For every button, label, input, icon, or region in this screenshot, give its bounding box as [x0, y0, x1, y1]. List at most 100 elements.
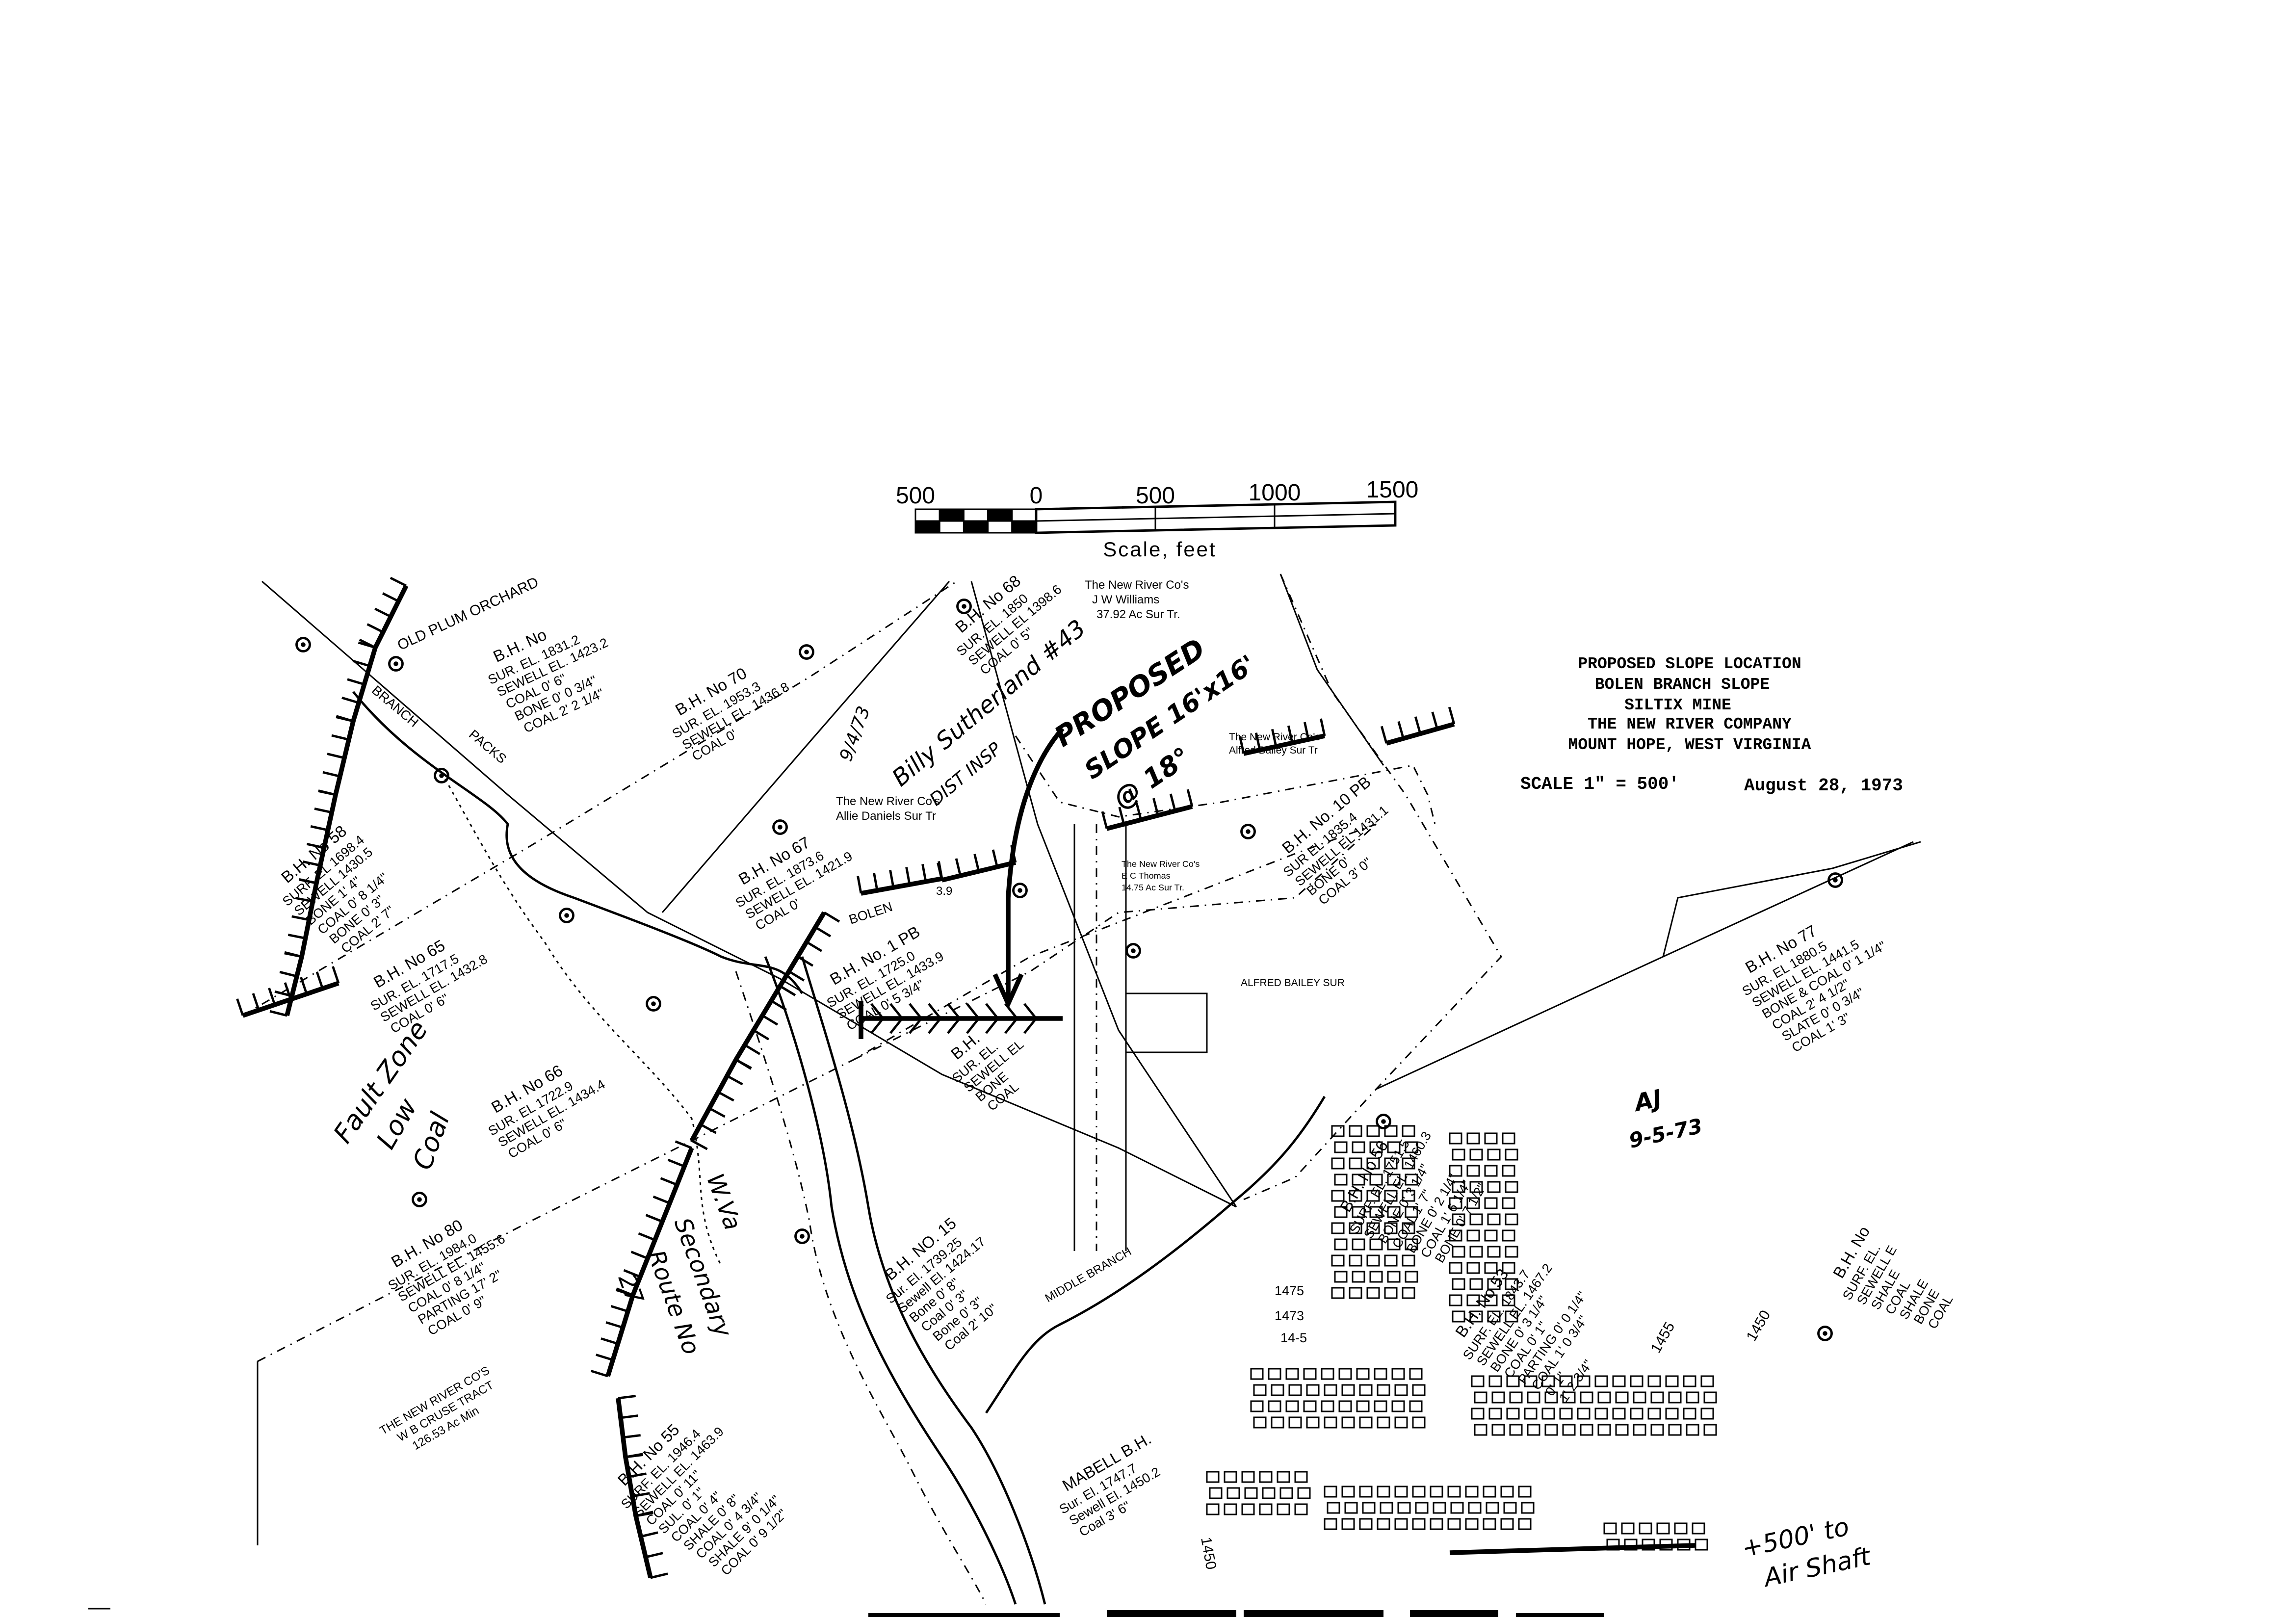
borehole-center [417, 1197, 422, 1202]
mine-pillar [1703, 1424, 1717, 1436]
mine-pillar [1430, 1518, 1443, 1530]
scale-checker-cell [987, 520, 1013, 534]
mine-pillar [1394, 1518, 1408, 1530]
borehole-center [800, 1234, 805, 1239]
alfred-bailey-label: ALFRED BAILEY SUR [1241, 977, 1345, 989]
mine-pillar [1465, 1518, 1479, 1530]
hachure-tick [1152, 798, 1159, 816]
mine-pillar [1452, 1310, 1465, 1323]
hachure-tick [955, 858, 962, 876]
mine-pillar [1447, 1486, 1461, 1498]
mine-pillar [1377, 1384, 1390, 1396]
mine-pillar [1259, 1471, 1273, 1483]
mine-pillar [1468, 1502, 1482, 1514]
mine-pillar [1506, 1408, 1520, 1420]
mine-pillar [1500, 1486, 1514, 1498]
title-line: MOUNT HOPE, WEST VIRGINIA [1568, 736, 1811, 754]
mine-pillar [1503, 1502, 1517, 1514]
proposed-slope [859, 727, 1065, 1039]
hachure-tick [797, 955, 814, 967]
mine-pillar [1324, 1486, 1337, 1498]
mine-pillar [1294, 1471, 1308, 1483]
mine-pillar [1344, 1502, 1358, 1514]
scale-checker-cell [939, 508, 965, 522]
hachure-tick [269, 1010, 287, 1017]
mine-pillar [1356, 1400, 1370, 1412]
borehole-icon [956, 599, 972, 614]
mine-pillar [1334, 1238, 1348, 1251]
borehole-icon [1817, 1326, 1833, 1341]
hachure-tick [382, 592, 399, 602]
mine-pillar [1369, 1174, 1383, 1186]
mine-pillar [1484, 1262, 1498, 1274]
mine-pillar [1402, 1287, 1415, 1299]
mine-pillar [1580, 1424, 1593, 1436]
hachure-tick [667, 1158, 685, 1168]
initials-date-note: 9-5-73 [1627, 1114, 1705, 1152]
hachure-tick [1169, 793, 1176, 811]
mine-pillar [1474, 1391, 1487, 1404]
borehole-icon [799, 644, 814, 660]
hachure-tick [1380, 726, 1388, 744]
hachure-tick [635, 1511, 653, 1517]
contour-label: 1473 [1275, 1308, 1304, 1323]
mine-pillar [1506, 1375, 1520, 1387]
hachure-tick [645, 1214, 663, 1223]
scan-edge [88, 1608, 1604, 1617]
scale-tick-label: 1500 [1366, 477, 1419, 503]
mine-pillar [1387, 1174, 1401, 1186]
hachure-tick [652, 1195, 670, 1204]
contour-label: 1450 [1743, 1307, 1774, 1344]
mine-pillar [1384, 1222, 1398, 1234]
mine-pillar [1331, 1190, 1345, 1202]
mine-pillar [1402, 1254, 1415, 1267]
mine-pillar [1394, 1486, 1408, 1498]
slope-chevron [928, 1003, 942, 1034]
mine-pillar [1518, 1518, 1532, 1530]
branch-label: BRANCH [369, 683, 421, 730]
mine-entry-line [1449, 1543, 1696, 1555]
title-line: SILTIX MINE [1624, 696, 1731, 714]
mine-pillar [1279, 1487, 1293, 1499]
mine-pillar [1505, 1246, 1518, 1258]
mine-pillar [1452, 1213, 1465, 1226]
hachure-tick [1448, 706, 1456, 725]
mine-pillar [1271, 1384, 1284, 1396]
hachure-tick [823, 911, 840, 923]
contour-label: 1450 [1198, 1536, 1219, 1570]
hachure-tick [332, 966, 340, 984]
contour-label: 1475 [1275, 1283, 1304, 1298]
mine-pillar [1377, 1518, 1390, 1530]
hachure-tick [327, 753, 345, 759]
mine-pillar [1621, 1522, 1635, 1535]
borehole-center [301, 642, 306, 647]
mine-pillar [1250, 1400, 1264, 1412]
mine-pillar [1447, 1518, 1461, 1530]
hachure-tick [921, 864, 927, 882]
hachure-tick [814, 926, 832, 938]
arrow-head-icon [992, 973, 1024, 1010]
mine-pillar [1384, 1157, 1398, 1170]
mine-pillar [1500, 1518, 1514, 1530]
mine-pillar [1491, 1391, 1505, 1404]
hachure-tick [1397, 721, 1405, 739]
hachure-tick [618, 1395, 636, 1400]
hachure-tick [596, 1354, 613, 1361]
mine-pillar [1359, 1384, 1373, 1396]
mine-pillar [1277, 1503, 1290, 1515]
hachure-tick [374, 607, 391, 618]
slope-chevron [1004, 1003, 1019, 1034]
mine-pillar [1484, 1165, 1498, 1177]
scale-checker-cell [1011, 508, 1037, 522]
mine-pillar [1244, 1487, 1258, 1499]
scale-bar-outline [1035, 500, 1397, 534]
mine-pillar [1487, 1246, 1501, 1258]
